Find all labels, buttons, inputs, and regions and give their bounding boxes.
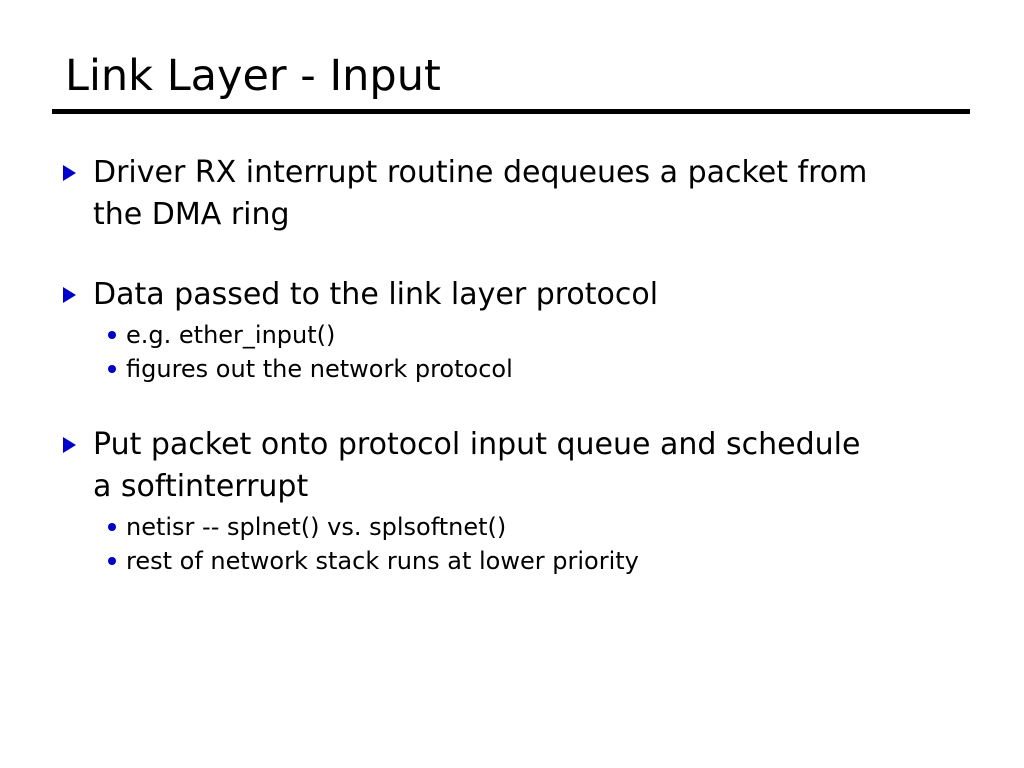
title-divider [52, 109, 970, 114]
sub-bullet-text: e.g. ether_input() [126, 321, 336, 349]
bullet-text: Put packet onto protocol input queue and… [93, 427, 861, 504]
dot-icon [108, 510, 126, 531]
sub-bullet-text: rest of network stack runs at lower prio… [126, 547, 639, 575]
triangle-right-icon [63, 274, 93, 303]
bullet-group: Data passed to the link layer protocol e… [63, 274, 973, 386]
sub-bullet-text: figures out the network protocol [126, 355, 513, 383]
dot-icon [108, 544, 126, 565]
list-item: Put packet onto protocol input queue and… [63, 424, 973, 508]
list-item: figures out the network protocol [108, 352, 973, 386]
list-item: e.g. ether_input() [108, 318, 973, 352]
list-item: rest of network stack runs at lower prio… [108, 544, 973, 578]
bullet-text: Driver RX interrupt routine dequeues a p… [93, 155, 868, 232]
sub-bullet-list: e.g. ether_input() figures out the netwo… [63, 318, 973, 386]
slide-header: Link Layer - Input [52, 48, 970, 114]
bullet-text: Data passed to the link layer protocol [93, 277, 659, 312]
dot-icon [108, 318, 126, 339]
triangle-right-icon [63, 152, 93, 181]
dot-icon [108, 352, 126, 373]
bullet-group: Driver RX interrupt routine dequeues a p… [63, 152, 973, 236]
triangle-right-icon [63, 424, 93, 453]
sub-bullet-text: netisr -- splnet() vs. splsoftnet() [126, 513, 507, 541]
page-title: Link Layer - Input [65, 51, 441, 101]
slide-body: Driver RX interrupt routine dequeues a p… [63, 152, 973, 578]
bullet-group: Put packet onto protocol input queue and… [63, 424, 973, 578]
list-item: Driver RX interrupt routine dequeues a p… [63, 152, 973, 236]
list-item: Data passed to the link layer protocol [63, 274, 973, 316]
list-item: netisr -- splnet() vs. splsoftnet() [108, 510, 973, 544]
sub-bullet-list: netisr -- splnet() vs. splsoftnet() rest… [63, 510, 973, 578]
